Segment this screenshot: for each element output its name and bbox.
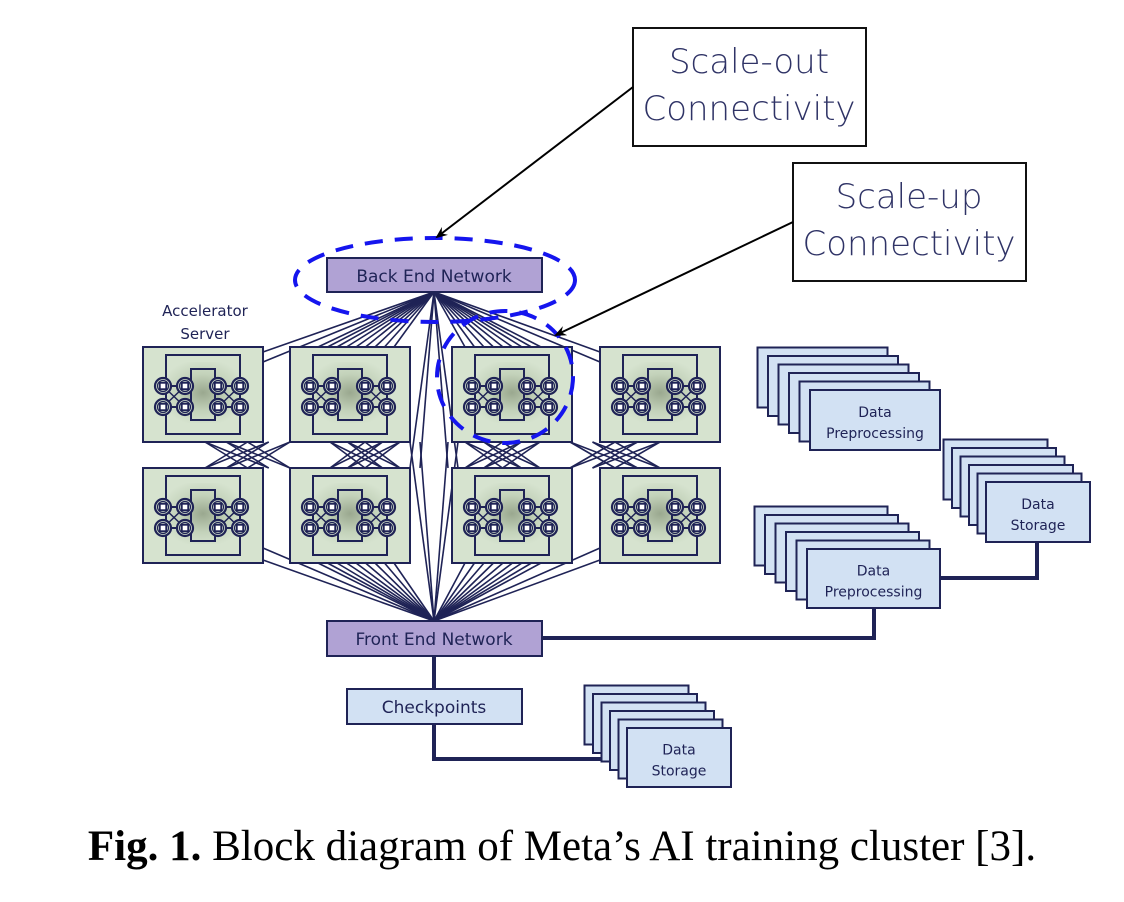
row-cross-link xyxy=(483,441,522,469)
front-end-link xyxy=(409,441,435,622)
accelerator-server xyxy=(289,467,411,564)
row-cross-link xyxy=(347,441,383,469)
scale-out-arrow xyxy=(435,86,634,239)
accelerator-server xyxy=(451,467,573,564)
data-preprocessing-bottom-front xyxy=(806,548,941,609)
back-end-link xyxy=(383,291,435,348)
front-end-link xyxy=(336,562,435,622)
accelerator-server xyxy=(451,346,573,443)
row-cross-link xyxy=(247,441,291,469)
back-end-link xyxy=(262,291,435,353)
front-end-link xyxy=(419,441,435,622)
front-end-link xyxy=(433,562,523,622)
data-preprocessing-bottom-label-line2: Preprocessing xyxy=(825,585,923,601)
data-storage-bottom-label-line1: Data xyxy=(662,743,695,759)
row-cross-link xyxy=(329,441,366,469)
storage-connectors xyxy=(432,543,1039,761)
data-storage-bottom-label-line2: Storage xyxy=(652,764,707,780)
scale-up-callout-line1: Scale-up xyxy=(836,177,983,217)
front-end-link xyxy=(433,559,601,622)
accelerator-server xyxy=(599,467,721,564)
row-cross-link xyxy=(464,441,503,469)
accelerator-server-grid xyxy=(142,346,721,564)
row-cross-link xyxy=(614,441,661,469)
front-end-link xyxy=(374,562,435,622)
accelerator-server xyxy=(599,346,721,443)
data-storage-right-label-line1: Data xyxy=(1021,497,1054,513)
front-end-link xyxy=(433,562,542,622)
front-end-link xyxy=(433,562,504,622)
figure-caption-label: Fig. 1. xyxy=(87,823,202,870)
front-end-link xyxy=(262,559,435,622)
front-end-link xyxy=(433,562,476,622)
accelerator-server-label: Accelerator xyxy=(162,302,249,320)
row-cross-link xyxy=(483,441,541,469)
row-cross-link xyxy=(225,441,270,469)
row-cross-link xyxy=(329,441,383,469)
row-cross-link xyxy=(592,441,638,469)
checkpoints-label: Checkpoints xyxy=(382,698,487,718)
row-cross-link xyxy=(502,441,541,469)
row-cross-link xyxy=(347,441,401,469)
front-end-link xyxy=(433,562,466,622)
back-end-link xyxy=(336,291,435,348)
data-preprocessing-top-label-line1: Data xyxy=(858,405,891,421)
front-end-link xyxy=(355,562,435,622)
front-end-link xyxy=(393,562,435,622)
scale-out-callout-line2: Connectivity xyxy=(642,89,855,129)
data-storage-bottom-front xyxy=(626,727,732,788)
back-end-link xyxy=(393,291,435,348)
front-end-link xyxy=(433,562,495,622)
data-storage-right-front xyxy=(985,481,1091,543)
front-end-link xyxy=(327,562,435,622)
back-end-link xyxy=(433,291,601,353)
front-end-link xyxy=(346,562,435,622)
back-end-link xyxy=(433,291,476,348)
accelerator-server xyxy=(289,346,411,443)
row-cross-link xyxy=(464,441,522,469)
scale-out-callout-line1: Scale-out xyxy=(669,42,829,82)
figure-caption: Fig. 1. Block diagram of Meta’s AI train… xyxy=(0,822,1124,871)
row-cross-link xyxy=(364,441,401,469)
front-end-link xyxy=(364,562,435,622)
network-links xyxy=(204,291,661,622)
back-end-network[interactable]: Back End Network xyxy=(326,257,543,293)
back-end-link xyxy=(346,291,435,348)
scale-out-highlight xyxy=(293,236,577,324)
front-end-link xyxy=(433,562,513,622)
scale-up-callout-line2: Connectivity xyxy=(802,224,1015,264)
figure-caption-text: Block diagram of Meta’s AI training clus… xyxy=(201,823,1037,870)
back-end-link xyxy=(433,291,466,348)
back-end-network-label: Back End Network xyxy=(356,267,512,287)
checkpoints-node[interactable]: Checkpoints xyxy=(346,688,523,725)
front-end-link xyxy=(383,562,435,622)
data-storage-right-label-line2: Storage xyxy=(1011,518,1066,534)
data-preprocessing-top-front xyxy=(809,389,941,451)
scale-up-callout: Scale-up Connectivity xyxy=(792,162,1027,282)
scale-out-callout: Scale-out Connectivity xyxy=(632,27,867,147)
front-end-network-label: Front End Network xyxy=(355,630,512,650)
row-cross-link xyxy=(592,441,661,469)
row-cross-link xyxy=(569,441,616,469)
data-preprocessing-top-label-line2: Preprocessing xyxy=(826,426,924,442)
scale-up-highlight xyxy=(435,309,575,445)
row-cross-link xyxy=(225,441,291,469)
scale-up-arrow xyxy=(554,221,794,336)
front-end-link xyxy=(433,441,449,622)
front-end-link xyxy=(433,562,485,622)
accelerator-server-label-line2: Server xyxy=(180,325,230,343)
row-cross-link xyxy=(569,441,638,469)
accelerator-server xyxy=(142,467,264,564)
data-preprocessing-bottom-label-line1: Data xyxy=(857,564,890,580)
accelerator-server xyxy=(142,346,264,443)
data-stacks: DataPreprocessingDataStorageDataPreproce… xyxy=(583,346,1091,788)
row-cross-link xyxy=(204,441,270,469)
front-end-network[interactable]: Front End Network xyxy=(326,620,543,657)
row-cross-link xyxy=(204,441,248,469)
